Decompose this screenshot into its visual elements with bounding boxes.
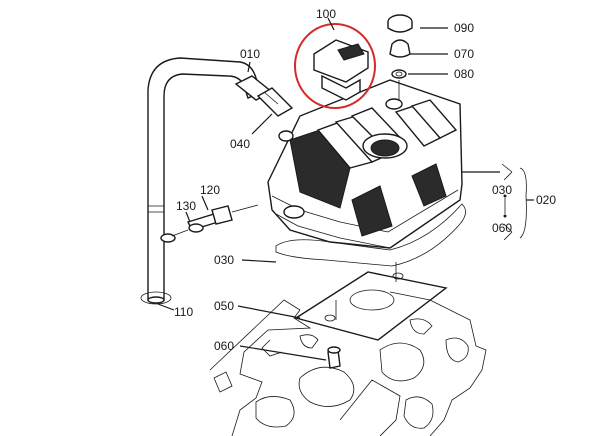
cylinder-head-cover	[267, 79, 463, 249]
label-010: 010	[240, 47, 260, 61]
label-060-left: 060	[214, 339, 234, 353]
hose-connector	[234, 75, 294, 117]
leader-lines	[157, 17, 534, 361]
gasket	[275, 203, 466, 267]
label-070: 070	[454, 47, 474, 61]
label-060-right: 060	[492, 221, 512, 235]
bolt-and-washer	[160, 204, 259, 243]
breather-pipe	[140, 57, 263, 305]
label-130: 130	[176, 199, 196, 213]
cylinder-head	[209, 291, 487, 436]
label-120: 120	[200, 183, 220, 197]
label-110: 110	[174, 305, 193, 319]
stud-bolt	[327, 346, 341, 369]
plate-gasket	[294, 262, 448, 341]
label-050: 050	[214, 299, 234, 313]
label-030-right: 030	[492, 183, 512, 197]
label-040: 040	[230, 137, 250, 151]
label-100: 100	[316, 7, 336, 21]
oil-filler-cap	[313, 39, 369, 101]
label-030-left: 030	[214, 253, 234, 267]
highlight-circle	[294, 23, 376, 109]
callout-labels: 100 090 070 080 010 040 120 130 030 060 …	[174, 7, 556, 353]
label-090: 090	[454, 21, 474, 35]
label-020: 020	[536, 193, 556, 207]
label-080: 080	[454, 67, 474, 81]
